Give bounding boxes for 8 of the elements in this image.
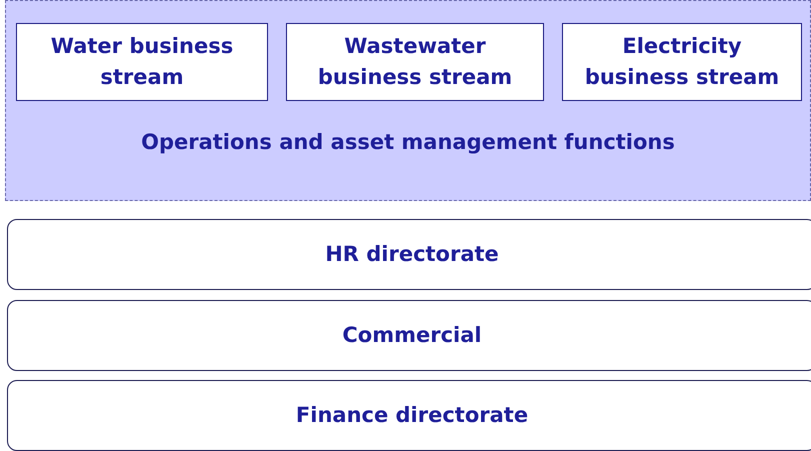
directorate-band: HR directorate <box>7 219 811 290</box>
functions-panel <box>5 0 811 201</box>
stream-box: Wastewater business stream <box>286 23 544 101</box>
stream-box: Water business stream <box>16 23 268 101</box>
directorate-band: Finance directorate <box>7 380 811 451</box>
stream-box: Electricity business stream <box>562 23 802 101</box>
directorate-band: Commercial <box>7 300 811 371</box>
panel-heading: Operations and asset management functions <box>140 129 676 156</box>
